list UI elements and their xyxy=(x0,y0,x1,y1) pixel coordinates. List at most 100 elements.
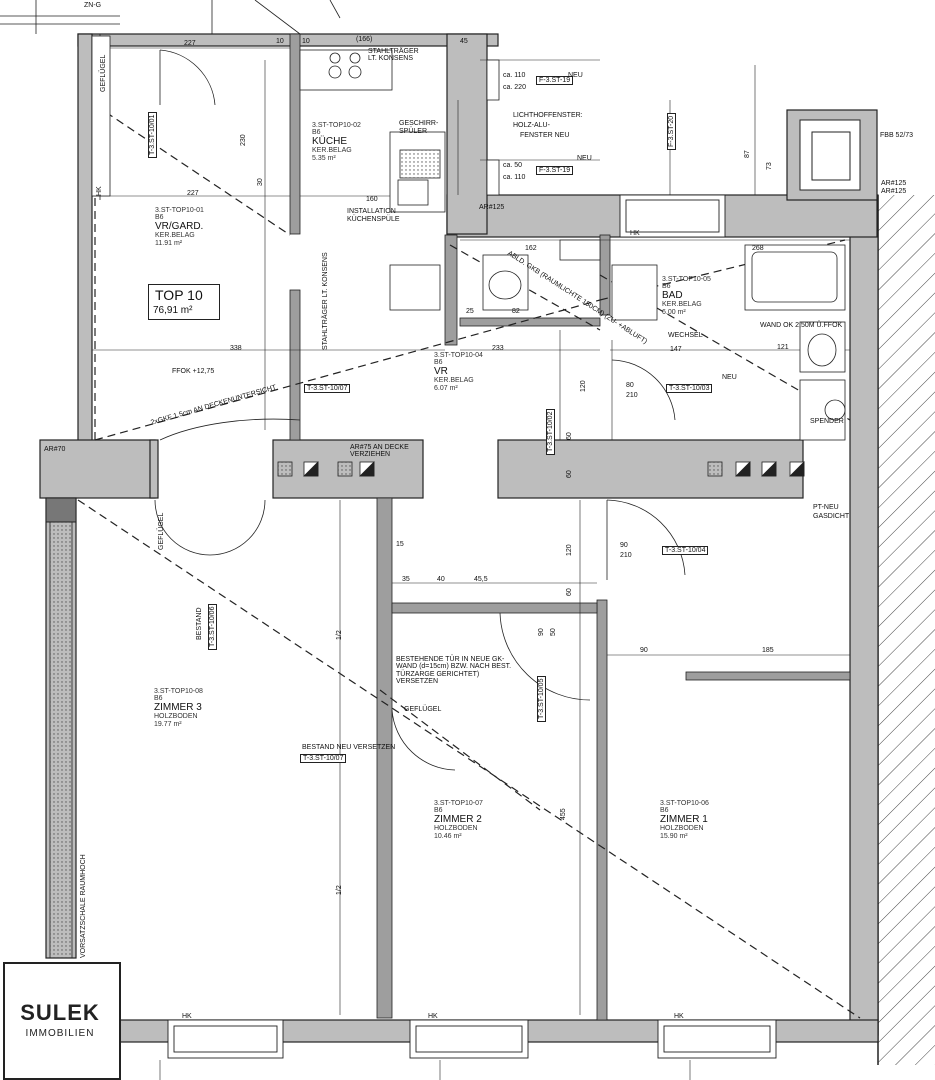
dimension-label: 50 xyxy=(550,628,557,636)
room-zimmer2: 3.ST-TOP10-07 B6 ZIMMER 2 HOLZBODEN 10.4… xyxy=(434,800,483,840)
dimension-label: (166) xyxy=(356,36,373,43)
dimension-label: 73 xyxy=(766,162,773,170)
note-spueler: SPÜLER xyxy=(399,128,428,135)
room-floor: HOLZBODEN xyxy=(154,713,198,721)
dimension-label: 10 xyxy=(276,38,284,45)
door-tag: T-3.ST-10/02 xyxy=(546,408,555,455)
bath-fixtures xyxy=(482,239,846,441)
dimension-label: 45 xyxy=(460,38,468,45)
room-area: 19.77 m² xyxy=(154,720,182,728)
dimension-label: 121 xyxy=(777,344,789,351)
room-b: B6 xyxy=(155,214,164,222)
note-stahltraeger-2: STAHLTRÄGER LT. KONSENS xyxy=(322,252,329,350)
note-gasdicht: GASDICHT xyxy=(813,513,850,520)
room-b: B6 xyxy=(434,359,443,367)
windows xyxy=(167,194,777,1059)
note-wand-ok: WAND OK 2,50M Ü.FFOK xyxy=(760,322,843,329)
note-ar70: AR#70 xyxy=(44,446,66,453)
door-tag: T-3.ST-10/01 xyxy=(148,111,157,158)
note-ar125-b: AR#125 xyxy=(881,180,907,187)
room-b: B6 xyxy=(154,695,163,703)
window-tag: F-3.ST-20 xyxy=(667,112,676,150)
note-hk: HK xyxy=(96,186,103,196)
room-floor: KER.BELAG xyxy=(434,377,474,385)
room-b: B6 xyxy=(662,283,671,291)
room-code: 3.ST-TOP10-02 xyxy=(312,122,361,129)
dimension-label: 60 xyxy=(566,588,573,596)
room-name: BAD xyxy=(662,289,683,301)
room-name: VR/GARD. xyxy=(155,220,204,232)
logo-subtitle: IMMOBILIEN xyxy=(25,1028,95,1039)
room-area: 6.00 m² xyxy=(662,308,686,316)
dimension-label: 147 xyxy=(670,346,682,353)
room-floor: KER.BELAG xyxy=(662,301,702,309)
exterior-hatch xyxy=(878,195,935,1065)
dimension-label: 90 xyxy=(640,647,648,654)
dimension-label: 10 xyxy=(302,38,310,45)
room-area: 11.91 m² xyxy=(155,239,183,247)
note-gefluegel: GEFLÜGEL xyxy=(158,512,165,550)
dimension-label: 1/2 xyxy=(336,630,343,640)
note-wechsel: WECHSEL xyxy=(668,332,703,339)
dimension-label: 45,5 xyxy=(474,576,488,583)
room-floor: HOLZBODEN xyxy=(660,825,704,833)
company-logo: SULEK IMMOBILIEN xyxy=(3,962,121,1080)
dimension-label: 87 xyxy=(744,150,751,158)
note-ffok: FFOK +12,75 xyxy=(172,368,215,375)
room-zimmer1: 3.ST-TOP10-06 B6 ZIMMER 1 HOLZBODEN 15.9… xyxy=(660,800,709,840)
dimension-label: 268 xyxy=(752,245,764,252)
note-bestand-neu: BESTAND NEU VERSETZEN xyxy=(302,744,396,751)
dimension-label: 233 xyxy=(492,345,504,352)
window-tag: F-3.ST-19 xyxy=(536,76,574,85)
room-vr: 3.ST-TOP10-04 B6 VR KER.BELAG 6.07 m² xyxy=(434,352,483,392)
dimension-label: 15 xyxy=(396,541,404,548)
room-b: B6 xyxy=(660,807,669,815)
room-code: 3.ST-TOP10-08 xyxy=(154,688,203,695)
room-name: VR xyxy=(434,365,448,377)
window-tag: F-3.ST-19 xyxy=(536,166,574,175)
dimension-label: 120 xyxy=(566,544,573,556)
note-neu: NEU xyxy=(722,374,737,381)
partitions xyxy=(289,33,851,1021)
room-name: KÜCHE xyxy=(312,135,348,147)
note-hk: HK xyxy=(630,230,640,237)
door-tag: T-3.ST-10/07 xyxy=(300,754,347,763)
dimension-label: 40 xyxy=(437,576,445,583)
dimension-label: 60 xyxy=(566,470,573,478)
kitchen-fixtures xyxy=(299,49,446,311)
dimension-label: 35 xyxy=(402,576,410,583)
apartment-area: 76,91 m² xyxy=(153,305,193,316)
room-vr-gard: 3.ST-TOP10-01 B6 VR/GARD. KER.BELAG 11.9… xyxy=(155,207,204,247)
room-area: 15.90 m² xyxy=(660,832,688,840)
dimension-label: ca. 50 xyxy=(503,162,523,169)
dimension-label: 160 xyxy=(366,196,378,203)
dimension-label: 120 xyxy=(580,380,587,392)
note-holz-alu: HOLZ-ALU- xyxy=(513,122,550,129)
dimension-label: 338 xyxy=(230,345,242,352)
note-geschirr: GESCHIRR- xyxy=(399,120,439,127)
room-name: ZIMMER 3 xyxy=(154,701,202,713)
dimension-label: 90 xyxy=(538,628,545,636)
logo-name: SULEK xyxy=(20,1000,100,1025)
dimension-label: 210 xyxy=(626,392,638,399)
note-fbb: FBB 52/73 xyxy=(880,132,914,139)
ducts xyxy=(277,461,805,477)
door-tag: T-3.ST-10/05 xyxy=(537,675,546,722)
note-neu: NEU xyxy=(568,72,583,79)
room-code: 3.ST-TOP10-05 xyxy=(662,276,711,283)
room-area: 5.35 m² xyxy=(312,154,336,162)
room-area: 10.46 m² xyxy=(434,832,462,840)
dimension-label: 227 xyxy=(184,40,196,47)
note-hk: HK xyxy=(674,1013,684,1020)
note-ar-abluft: AR#125 xyxy=(881,188,907,195)
room-kueche: 3.ST-TOP10-02 B6 KÜCHE KER.BELAG 5.35 m² xyxy=(312,122,361,162)
dimension-label: 60 xyxy=(566,432,573,440)
note-gefluegel: GEFLÜGEL xyxy=(404,706,442,713)
note-pt-neu: PT-NEU xyxy=(813,504,839,511)
room-floor: HOLZBODEN xyxy=(434,825,478,833)
room-floor: KER.BELAG xyxy=(312,147,352,155)
room-floor: KER.BELAG xyxy=(155,232,195,240)
door-tag: T-3.ST-10/06 xyxy=(208,603,217,650)
dimension-label: 230 xyxy=(240,134,247,146)
